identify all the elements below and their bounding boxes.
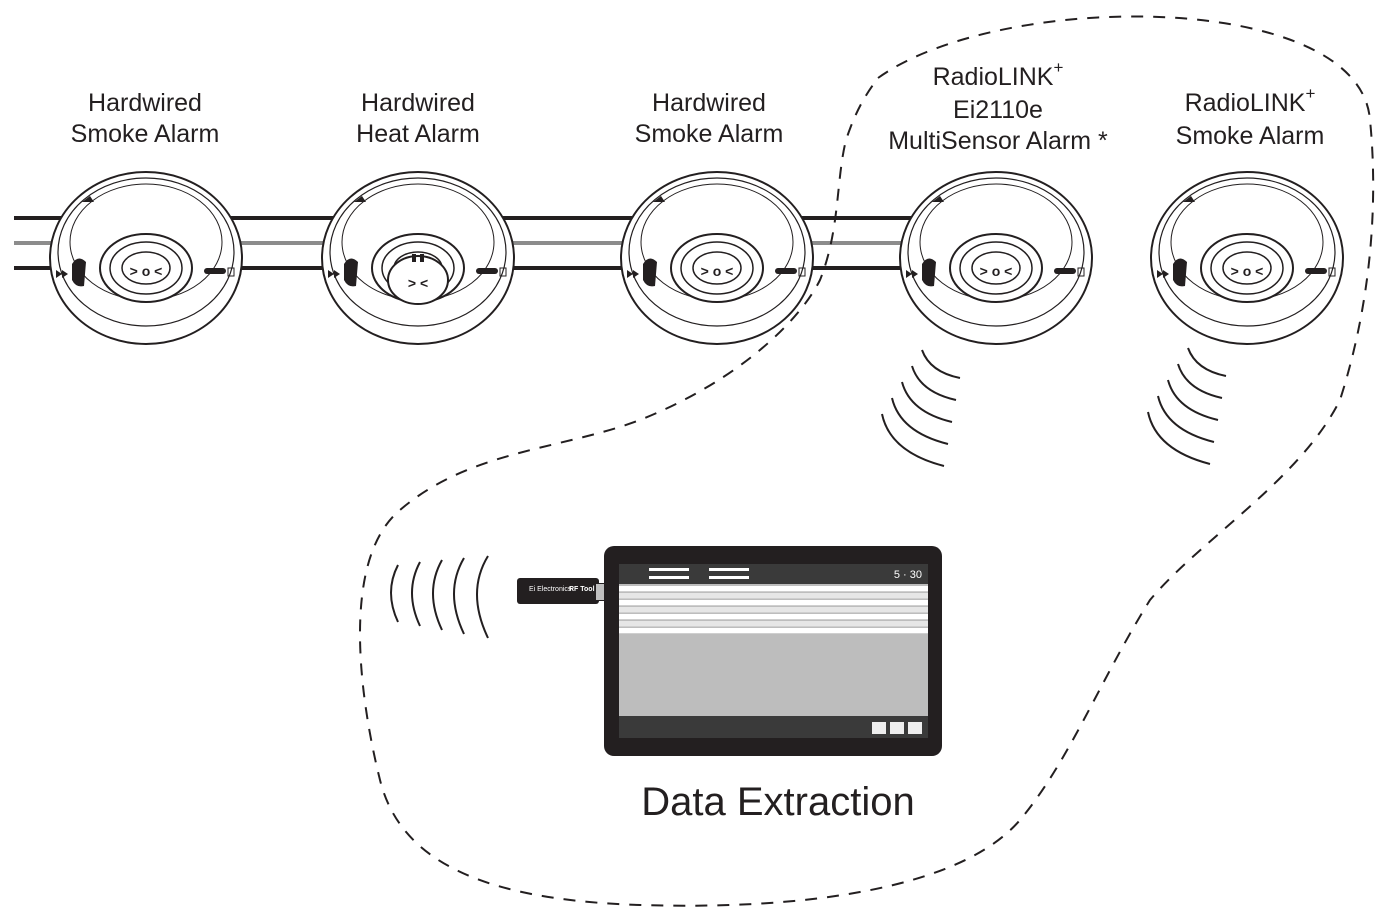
table-row bbox=[619, 621, 928, 627]
wireless-zone-boundary bbox=[359, 15, 1375, 907]
radiolink-smoke-alarm-icon: > o < bbox=[1150, 171, 1344, 345]
tablet-field bbox=[649, 568, 689, 571]
svg-text:> o <: > o < bbox=[1231, 263, 1264, 279]
multisensor-alarm-icon: > o < bbox=[899, 171, 1093, 345]
tablet-screen: 5 · 30 bbox=[619, 564, 928, 738]
tablet-field bbox=[709, 576, 749, 579]
dongle-brand: Ei Electronics bbox=[529, 586, 572, 593]
table-row bbox=[619, 628, 928, 634]
tablet-field bbox=[649, 576, 689, 579]
usb-dongle-icon: Ei Electronics RF Tool bbox=[517, 578, 605, 604]
smoke-alarm-icon: > o < bbox=[620, 171, 814, 345]
alarm-label-4: RadioLINK+ Ei2110e MultiSensor Alarm * bbox=[888, 58, 1108, 155]
svg-text:> o <: > o < bbox=[701, 263, 734, 279]
radio-wave-icon bbox=[1147, 347, 1227, 465]
tablet-button bbox=[908, 722, 922, 734]
heat-alarm-icon: > < bbox=[321, 171, 515, 345]
tablet-footer-bar bbox=[619, 716, 928, 738]
table-row bbox=[619, 593, 928, 599]
table-row bbox=[619, 600, 928, 606]
table-row bbox=[619, 586, 928, 592]
tablet-header-bar: 5 · 30 bbox=[619, 564, 928, 584]
tablet-button bbox=[872, 722, 886, 734]
svg-text:> o <: > o < bbox=[130, 263, 163, 279]
data-extraction-label: Data Extraction bbox=[641, 780, 915, 824]
dongle-product: RF Tool bbox=[569, 586, 595, 593]
tablet-field bbox=[709, 568, 749, 571]
alarm-label-2: Hardwired Heat Alarm bbox=[356, 89, 480, 148]
radio-wave-icon bbox=[881, 349, 961, 467]
table-row bbox=[619, 607, 928, 613]
tablet-button bbox=[890, 722, 904, 734]
alarm-label-5: RadioLINK+ Smoke Alarm bbox=[1175, 84, 1325, 150]
alarm-label-1: Hardwired Smoke Alarm bbox=[70, 89, 220, 148]
usb-plug bbox=[595, 583, 605, 601]
svg-text:> o <: > o < bbox=[980, 263, 1013, 279]
svg-text:> <: > < bbox=[408, 275, 428, 291]
smoke-alarm-icon: > o < bbox=[49, 171, 243, 345]
alarm-label-3: Hardwired Smoke Alarm bbox=[634, 89, 784, 148]
radio-wave-icon bbox=[390, 555, 489, 639]
table-row bbox=[619, 614, 928, 620]
tablet-counter: 5 · 30 bbox=[893, 569, 922, 581]
